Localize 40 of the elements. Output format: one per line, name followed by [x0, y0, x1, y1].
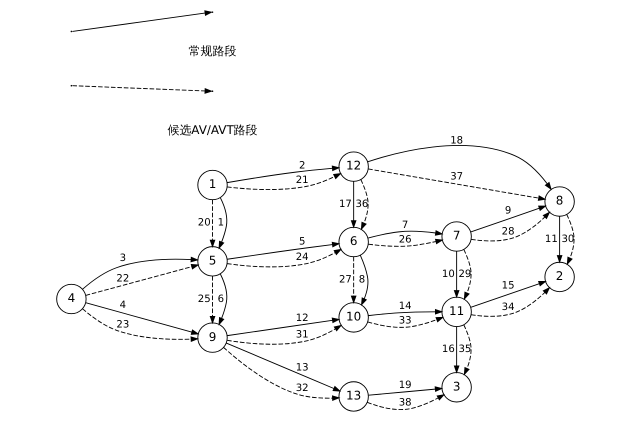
edge-label: 33 — [398, 316, 412, 327]
edge-label: 34 — [501, 302, 514, 313]
edge-label: 35 — [458, 344, 471, 356]
edge-label: 4 — [119, 300, 126, 312]
edge-label: 14 — [398, 300, 412, 312]
edge-label: 2 — [298, 160, 305, 172]
edge-label: 5 — [298, 236, 305, 248]
edge-label: 23 — [116, 319, 129, 330]
edge-label: 31 — [295, 329, 308, 340]
edge-label: 29 — [458, 268, 471, 280]
edge-label: 1 — [217, 218, 224, 229]
edge-label: 9 — [504, 205, 511, 216]
edge-label: 26 — [398, 234, 412, 246]
legend-label: 候选AV/AVT路段 — [166, 122, 258, 137]
edge-label: 37 — [450, 171, 463, 182]
edge-label: 18 — [450, 135, 463, 146]
edge-label: 12 — [295, 312, 308, 324]
edge-label: 38 — [398, 397, 412, 408]
edge-label: 32 — [295, 382, 308, 394]
edge-label: 3 — [119, 253, 126, 264]
edge-label: 16 — [441, 344, 454, 356]
edge-label: 17 — [338, 198, 352, 210]
edge-label: 21 — [295, 174, 308, 186]
edge-label: 25 — [197, 294, 210, 306]
edge-label: 13 — [295, 362, 308, 374]
edge-label: 6 — [217, 294, 224, 306]
edge-label: 11 — [544, 234, 558, 245]
edge-label: 36 — [354, 198, 368, 210]
edge-label: 15 — [501, 280, 514, 292]
edge-label: 22 — [116, 273, 129, 284]
edge-label: 30 — [560, 234, 574, 245]
edge-label: 8 — [358, 274, 365, 286]
edge-label: 20 — [197, 218, 210, 229]
edge-label: 28 — [501, 226, 514, 238]
edge-label: 7 — [401, 220, 408, 232]
legend-label: 常规路段 — [188, 44, 236, 58]
edge-label: 27 — [338, 274, 352, 286]
edge-label: 24 — [295, 252, 308, 264]
edge-label: 10 — [441, 268, 454, 280]
edge-label: 19 — [398, 380, 412, 392]
